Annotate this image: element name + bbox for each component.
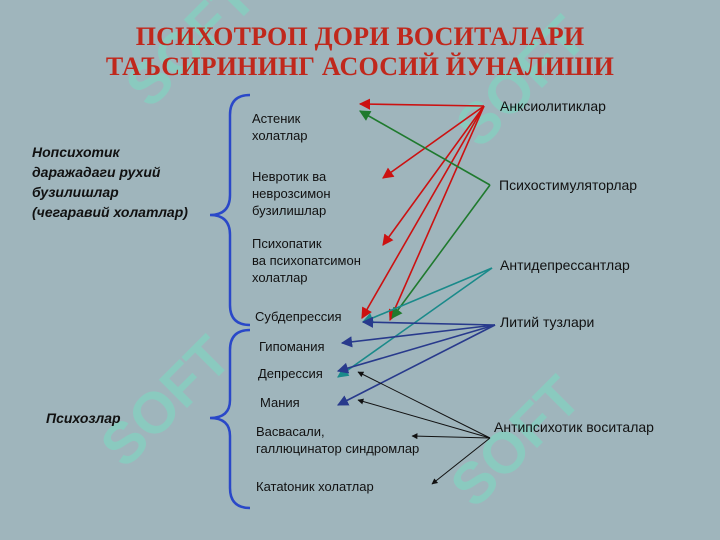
arrow-anxiolytics-subdepression-2 xyxy=(388,105,485,322)
drug-psychostimulants: Психостимуляторлар xyxy=(499,177,638,193)
group-nonpsychotic-line-4: (чегаравий холатлар) xyxy=(32,204,188,220)
arrow-lithium-depression xyxy=(336,324,496,374)
condition-mania: Мания xyxy=(260,395,300,410)
title-line-1: ПСИХОТРОП ДОРИ ВОСИТАЛАРИ xyxy=(135,22,585,51)
condition-hypomania: Гипомания xyxy=(259,339,325,354)
group-psychoses: Психозлар xyxy=(46,410,121,426)
group-nonpsychotic-line-3: бузилишлар xyxy=(32,184,119,200)
title-line-2: ТАЪСИРИНИНГ АСОСИЙ ЙУНАЛИШИ xyxy=(105,52,615,81)
condition-delusions-line-2: галлюцинатор синдромлар xyxy=(256,441,420,456)
condition-delusions: Васвасали, галлюцинатор синдромлар xyxy=(256,423,419,457)
condition-neurotic-line-3: бузилишлар xyxy=(252,203,327,218)
drug-lithium: Литий тузлари xyxy=(500,314,595,330)
condition-psychopathic-line-3: холатлар xyxy=(252,270,308,285)
condition-delusions-line-1: Васвасали, xyxy=(256,424,325,439)
condition-neurotic-line-2: неврозсимон xyxy=(252,186,331,201)
arrow-antidepressants-subdepression xyxy=(361,267,493,324)
slide-title: ПСИХОТРОП ДОРИ ВОСИТАЛАРИ ТАЪСИРИНИНГ АС… xyxy=(0,22,720,82)
drug-anxiolytics: Анксиолитиклар xyxy=(500,98,606,114)
drug-antipsychotics: Антипсихотик воситалар xyxy=(494,419,654,435)
group-nonpsychotic-line-2: даражадаги рухий xyxy=(32,164,161,180)
condition-psychopathic-line-1: Психопатик xyxy=(252,236,322,251)
condition-asthenic-line-1: Астеник xyxy=(252,111,301,126)
arrow-antipsychotics-mania xyxy=(357,398,491,439)
condition-psychopathic-line-2: ва психопатсимон xyxy=(252,253,361,268)
arrow-antipsychotics-delusions xyxy=(411,433,491,440)
arrow-anxiolytics-psychopathic xyxy=(382,105,485,246)
condition-subdepression: Субдепрессия xyxy=(255,309,342,324)
condition-asthenic-line-2: холатлар xyxy=(252,128,308,143)
arrow-anxiolytics-neurotic xyxy=(382,105,485,179)
arrow-antipsychotics-catatonic xyxy=(431,437,491,485)
condition-catatonic: Катаtоник холатлар xyxy=(256,479,374,494)
drug-antidepressants: Антидепрессантлар xyxy=(500,257,630,273)
condition-depression: Депрессия xyxy=(258,366,323,381)
arrow-lithium-mania xyxy=(337,324,496,406)
group-nonpsychotic: Нопсихотик даражадаги рухий бузилишлар (… xyxy=(32,142,188,222)
condition-neurotic: Невротик ва неврозсимон бузилишлар xyxy=(252,168,331,219)
brace-psychoses xyxy=(209,328,251,510)
condition-asthenic: Астеник холатлар xyxy=(252,110,308,144)
arrow-antipsychotics-depression xyxy=(357,371,491,439)
arrow-lithium-hypomania xyxy=(340,324,496,348)
arrow-anxiolytics-asthenic xyxy=(358,98,485,110)
group-nonpsychotic-line-1: Нопсихотик xyxy=(32,144,120,160)
arrow-psychostimulants-subdepression xyxy=(391,184,491,319)
arrow-psychostimulants-asthenic xyxy=(359,110,491,186)
condition-neurotic-line-1: Невротик ва xyxy=(252,169,327,184)
condition-psychopathic: Психопатик ва психопатсимон холатлар xyxy=(252,235,361,286)
arrow-anxiolytics-subdepression-1 xyxy=(361,105,485,319)
arrow-lithium-subdepression xyxy=(361,316,496,328)
brace-nonpsychotic xyxy=(209,93,251,327)
